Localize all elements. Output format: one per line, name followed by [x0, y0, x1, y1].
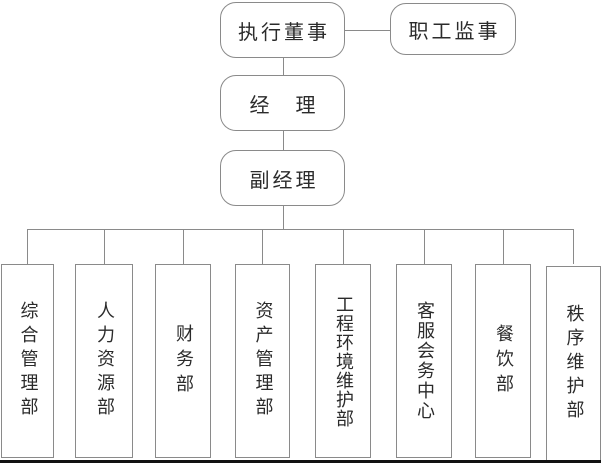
node-manager: 经 理: [220, 75, 345, 131]
node-staff-supervisor: 职工监事: [390, 3, 516, 55]
dept-label: 工程环境维护部: [333, 294, 354, 428]
dept-label: 客服会务中心: [414, 301, 435, 421]
connector-drop-5: [343, 229, 344, 264]
node-dept-engineering-environment-maintenance: 工程环境维护部: [315, 264, 371, 458]
dept-label: 资产管理部: [252, 301, 274, 421]
connector-drop-2: [104, 229, 105, 264]
dept-label: 餐饮部: [493, 323, 514, 399]
connector-deputy-to-bus: [283, 206, 284, 229]
node-dept-human-resources: 人力资源部: [75, 264, 133, 458]
node-deputy-manager: 副经理: [220, 150, 345, 206]
connector-drop-7: [503, 229, 504, 264]
node-executive-director: 执行董事: [220, 2, 345, 58]
connector-bus: [27, 229, 574, 230]
node-label: 执行董事: [238, 19, 330, 44]
node-dept-asset-management: 资产管理部: [235, 264, 290, 458]
connector-drop-1: [27, 229, 28, 264]
node-dept-finance: 财务部: [155, 264, 211, 458]
page-bottom-rule: [0, 460, 601, 463]
node-dept-general-management: 综合管理部: [1, 264, 54, 458]
connector-drop-6: [424, 229, 425, 264]
dept-label: 秩序维护部: [563, 304, 585, 424]
node-label: 副经理: [249, 167, 319, 192]
connector-exec-to-manager: [283, 58, 284, 75]
node-dept-order-maintenance: 秩序维护部: [546, 266, 601, 462]
node-dept-catering: 餐饮部: [475, 264, 531, 458]
dept-label: 人力资源部: [94, 301, 115, 421]
dept-label: 财务部: [173, 323, 194, 399]
connector-exec-to-supervisor: [345, 30, 390, 31]
connector-manager-to-deputy: [283, 131, 284, 150]
dept-label: 综合管理部: [17, 301, 39, 421]
node-label: 经 理: [249, 92, 319, 117]
node-dept-customer-service-conference-center: 客服会务中心: [396, 264, 452, 458]
connector-drop-4: [262, 229, 263, 264]
node-label: 职工监事: [408, 18, 501, 43]
connector-drop-3: [183, 229, 184, 264]
connector-drop-8: [573, 229, 574, 264]
